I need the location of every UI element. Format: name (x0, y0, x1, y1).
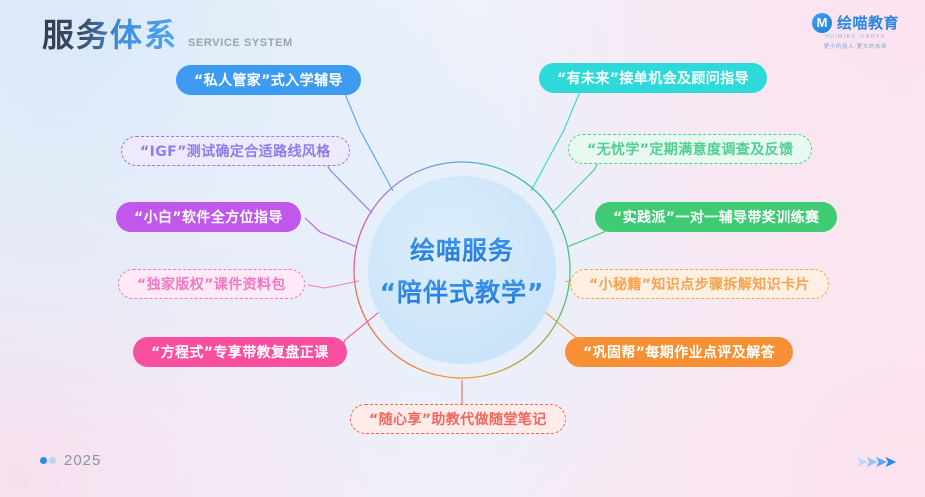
page-subtitle: SERVICE SYSTEM (188, 37, 293, 49)
hub-line-1: 绘喵服务 (410, 231, 514, 267)
node-free-notes[interactable]: “随心享”助教代做随堂笔记 (350, 404, 566, 434)
node-future-orders[interactable]: “有未来”接单机会及顾问指导 (539, 63, 768, 93)
brand-logo: M 绘喵教育 HUIMIAO JIAOYU 更小的投入·更大的未来 (811, 12, 899, 50)
logo-row: M 绘喵教育 (811, 12, 899, 33)
node-consolidation-help[interactable]: “巩固帮”每期作业点评及解答 (565, 337, 794, 367)
footer-year: 2025 (64, 452, 102, 469)
node-igf-test[interactable]: “IGF”测试确定合适路线风格 (121, 136, 350, 166)
logo-name-cn: 绘喵教育 (836, 15, 899, 32)
page-dots-icon (40, 457, 56, 464)
logo-name-en: HUIMIAO JIAOYU (825, 34, 886, 40)
logo-mark-icon: M (811, 12, 832, 33)
hub-inner-circle (368, 176, 556, 364)
node-private-butler[interactable]: “私人管家”式入学辅导 (176, 65, 361, 95)
node-beginner-software[interactable]: “小白”软件全方位指导 (116, 202, 301, 232)
center-hub: 绘喵服务 “陪伴式教学” (352, 160, 572, 380)
hub-line-2: “陪伴式教学” (380, 273, 545, 309)
page-header: 服务体系 SERVICE SYSTEM (42, 10, 293, 56)
node-exclusive-copyright[interactable]: “独家版权”课件资料包 (118, 269, 305, 299)
node-worry-free[interactable]: “无忧学”定期满意度调查及反馈 (568, 134, 813, 164)
logo-tagline: 更小的投入·更大的未来 (823, 44, 888, 50)
chevrons-right-icon: ➤ ➤ ➤ ➤ (855, 454, 897, 471)
hub-ring (353, 161, 571, 379)
node-practice-school[interactable]: “实践派”一对一辅导带奖训练赛 (595, 202, 838, 232)
node-secret-cards[interactable]: “小秘籍”知识点步骤拆解知识卡片 (570, 269, 829, 299)
node-formula-class[interactable]: “方程式”专享带教复盘正课 (133, 337, 347, 367)
page-title: 服务体系 (42, 10, 178, 56)
hub-text: 绘喵服务 “陪伴式教学” (352, 160, 572, 380)
footer-left: 2025 (40, 452, 101, 469)
